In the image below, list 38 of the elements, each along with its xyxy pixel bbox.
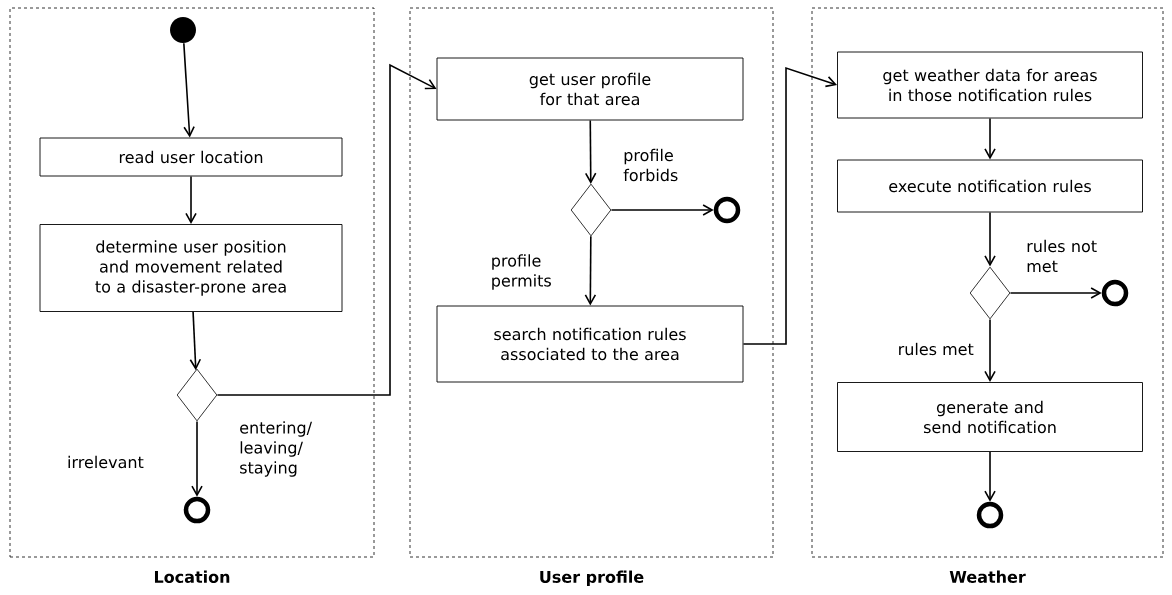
arrow: [984, 211, 996, 267]
action-box: get user profile for that area: [436, 57, 744, 121]
edge-label: rules met: [899, 342, 974, 356]
arrow: [742, 66, 838, 345]
node-label: Location: [154, 570, 230, 583]
end-node: [1101, 279, 1129, 307]
action-box: get weather data for areas in those notification rules: [837, 51, 1143, 119]
arrow: [189, 311, 202, 371]
arrow: [584, 119, 597, 184]
edge-label: profile forbids: [623, 148, 678, 182]
start-node: [170, 17, 196, 43]
arrow: [185, 175, 197, 225]
node-label: User profile: [540, 570, 644, 587]
action-box: determine user position and movement related to a disaster-prone area: [39, 224, 343, 312]
arrow: [183, 42, 195, 138]
decision-diamond: [969, 266, 1011, 320]
action-box: read user location: [39, 137, 343, 177]
node-label: Weather: [949, 570, 1026, 583]
arrow: [984, 117, 996, 160]
arrow: [584, 235, 597, 306]
decision-diamond: [570, 183, 612, 237]
edge-label: irrelevant: [68, 455, 144, 469]
edge-label: profile permits: [492, 254, 551, 290]
end-node: [976, 501, 1004, 529]
arrow: [984, 318, 996, 383]
arrow: [984, 451, 996, 502]
action-box: search notification rules associated to the area: [436, 305, 744, 383]
action-box: execute notification rules: [837, 159, 1143, 213]
arrow: [216, 63, 437, 396]
edge-label: rules not met: [1027, 239, 1097, 273]
action-box: generate and send notification: [837, 382, 1143, 452]
end-node: [183, 496, 211, 524]
edge-label: entering/ leaving/ staying: [240, 421, 312, 477]
end-node: [713, 196, 741, 224]
arrow: [191, 420, 203, 497]
decision-diamond: [176, 368, 218, 422]
arrow: [610, 204, 714, 216]
arrow: [1009, 287, 1102, 299]
